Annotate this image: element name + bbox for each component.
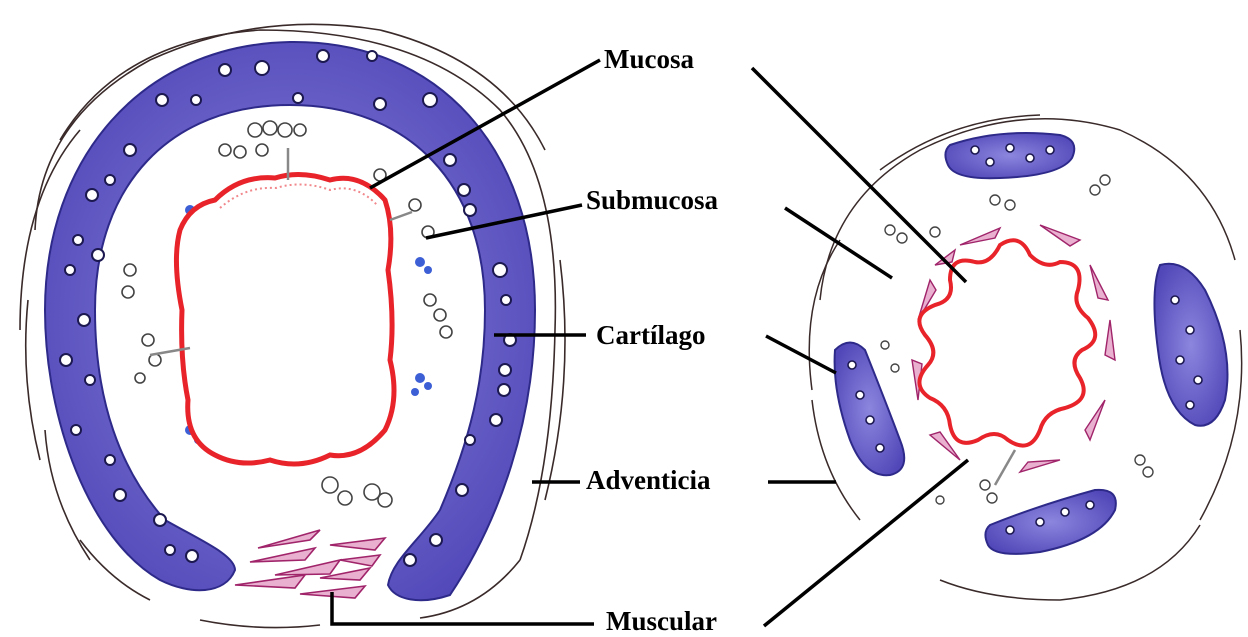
label-cartilago: Cartílago (596, 320, 705, 350)
trachea-smooth-muscle (235, 530, 385, 598)
bronchus-mucosa (919, 240, 1095, 445)
label-muscular: Muscular (606, 606, 717, 636)
cartilago-leader-right (766, 336, 836, 373)
bronchus-gland-duct (995, 450, 1015, 485)
label-adventicia: Adventicia (586, 465, 711, 495)
trachea-mucosa (176, 174, 394, 464)
mucosa-leader-right (752, 68, 966, 282)
muscular-leader-left (332, 592, 594, 624)
label-mucosa: Mucosa (604, 44, 694, 74)
trachea-cross-section (20, 24, 565, 627)
label-submucosa: Submucosa (586, 185, 719, 215)
muscular-leader-right (764, 460, 968, 626)
submucosa-leader-right (785, 208, 892, 278)
